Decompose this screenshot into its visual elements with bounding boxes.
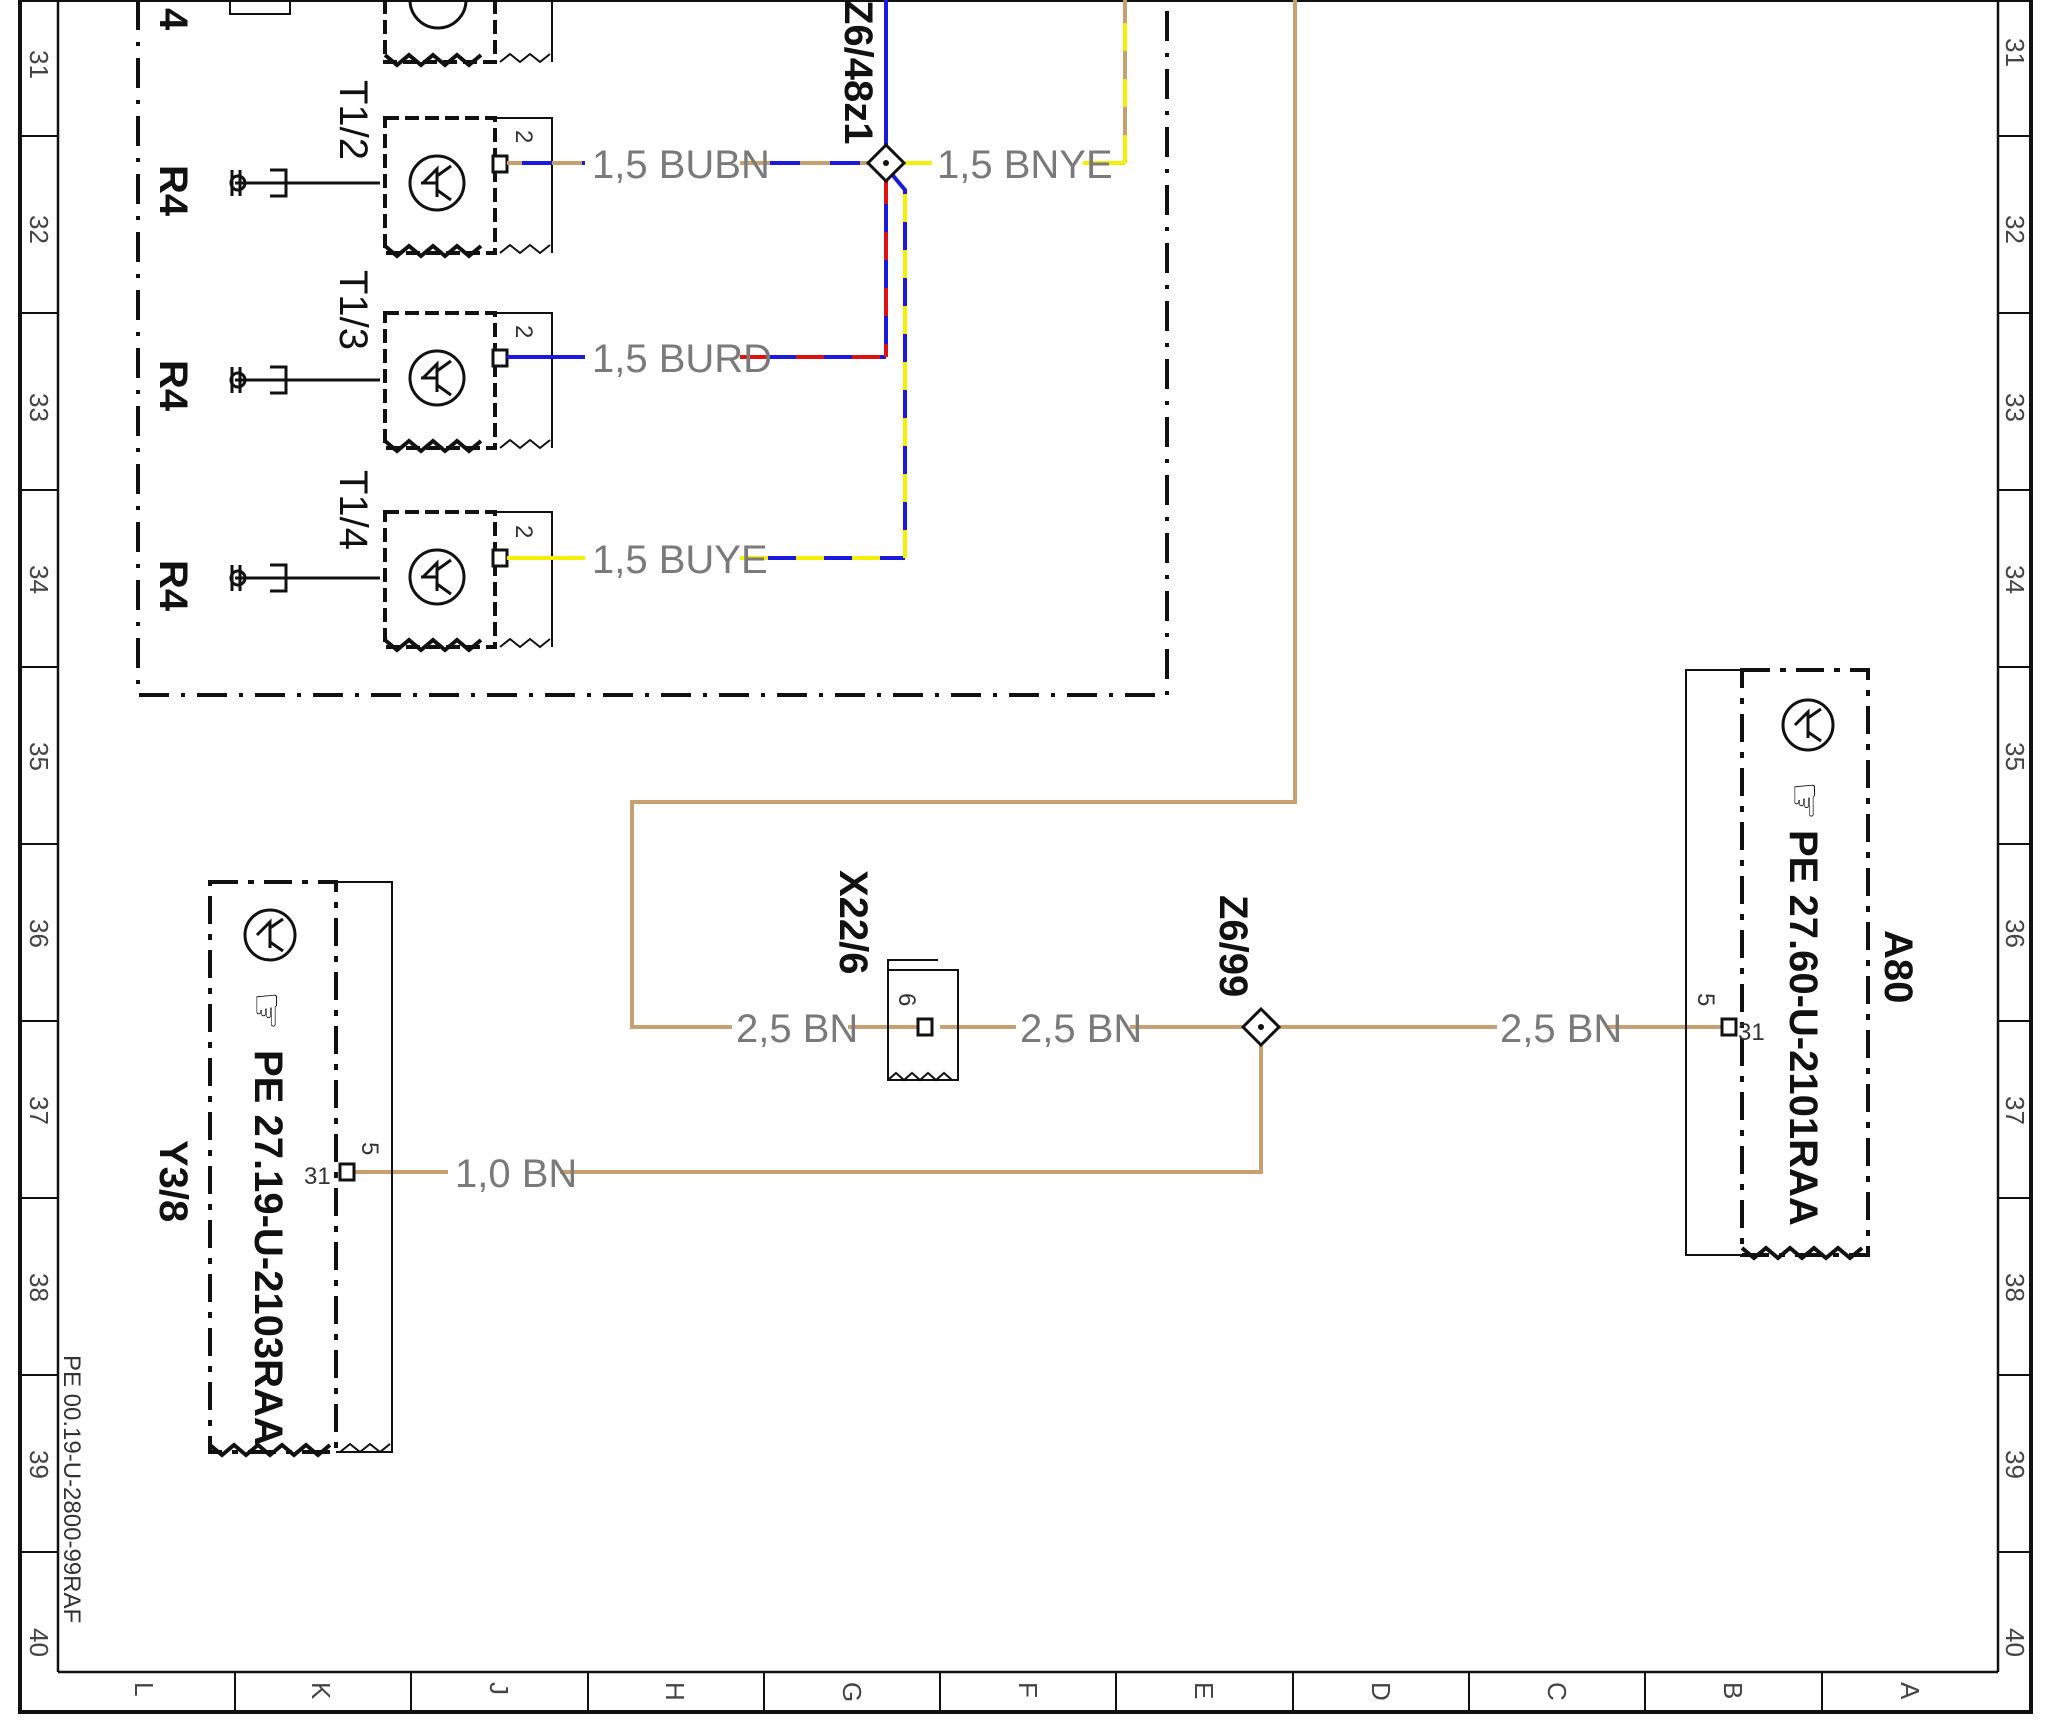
r4-label-a: R4 xyxy=(151,165,195,217)
row-label-32: 32 xyxy=(24,215,54,244)
row-label-right-35: 35 xyxy=(2000,742,2030,771)
wire-label-10bn: 1,0 BN xyxy=(455,1152,577,1196)
col-label-K: K xyxy=(306,1682,336,1700)
y3-8-pin-5: 5 xyxy=(356,1142,383,1155)
wire-label-bnye: 1,5 BNYE xyxy=(937,143,1113,187)
wire-label-bubn: 1,5 BUBN xyxy=(592,143,770,187)
column-grid: L K J H G F E D C B A xyxy=(129,1672,1925,1712)
a80-reference: PE 27.60-U-2101RAA xyxy=(1781,830,1825,1226)
t1-2-pin: 2 xyxy=(510,130,537,143)
row-label-39: 39 xyxy=(24,1450,54,1479)
col-label-L: L xyxy=(129,1682,159,1696)
y3-8-reference: PE 27.19-U-2103RAA xyxy=(246,1050,290,1446)
wire-label-buye: 1,5 BUYE xyxy=(592,538,768,582)
col-label-D: D xyxy=(1366,1682,1396,1701)
col-label-A: A xyxy=(1895,1682,1925,1700)
t1-4-label: T1/4 xyxy=(331,470,375,550)
col-label-B: B xyxy=(1718,1682,1748,1699)
col-label-F: F xyxy=(1013,1682,1043,1698)
component-a80: ☞ 5 31 PE 27.60-U-2101RAA A80 xyxy=(1685,668,1920,1261)
row-label-right-31: 31 xyxy=(2000,38,2030,67)
t1-2-label: T1/2 xyxy=(331,80,375,160)
r4-label-c: R4 xyxy=(151,560,195,612)
row-label-31: 31 xyxy=(24,50,54,79)
row-label-35: 35 xyxy=(24,742,54,771)
a80-pin-5: 5 xyxy=(1692,993,1719,1006)
z6-48z1-label: Z6/48z1 xyxy=(836,0,880,145)
row-grid-right: 31 32 33 34 35 36 37 38 39 40 xyxy=(1998,38,2031,1657)
r4-top-label: 4 xyxy=(151,8,195,31)
x22-6-label: X22/6 xyxy=(831,870,875,975)
t1-3-label: T1/3 xyxy=(331,270,375,350)
a80-label: A80 xyxy=(1876,930,1920,1003)
row-label-right-33: 33 xyxy=(2000,393,2030,422)
sensor-top-partial: 4 xyxy=(151,0,553,68)
x22-6-pin: 6 xyxy=(893,993,920,1006)
y3-8-label: Y3/8 xyxy=(151,1140,195,1222)
row-label-38: 38 xyxy=(24,1273,54,1302)
row-label-36: 36 xyxy=(24,919,54,948)
wire-label-25bn-a: 2,5 BN xyxy=(736,1007,858,1051)
sheet-reference: PE 00.19-U-2800-99RAF xyxy=(58,1355,85,1623)
row-label-right-37: 37 xyxy=(2000,1096,2030,1125)
row-label-40: 40 xyxy=(24,1628,54,1657)
hand-pointer-icon-y38: ☞ xyxy=(242,991,291,1030)
t1-4-pin: 2 xyxy=(510,525,537,538)
connector-x22-6: 6 X22/6 xyxy=(831,870,959,1082)
row-label-right-40: 40 xyxy=(2000,1628,2030,1657)
col-label-E: E xyxy=(1189,1682,1219,1699)
row-label-right-36: 36 xyxy=(2000,919,2030,948)
r4-label-b: R4 xyxy=(151,360,195,412)
col-label-C: C xyxy=(1542,1682,1572,1701)
sensor-t1-2: 2 R4 T1/2 xyxy=(151,80,553,259)
row-label-right-38: 38 xyxy=(2000,1273,2030,1302)
row-label-right-32: 32 xyxy=(2000,215,2030,244)
ground-wires xyxy=(352,0,1726,1174)
row-label-right-34: 34 xyxy=(2000,565,2030,594)
drawing-frame xyxy=(18,0,2033,1714)
sensor-t1-4: 2 R4 T1/4 xyxy=(151,470,553,653)
component-y3-8: ☞ 5 31 PE 27.19-U-2103RAA Y3/8 xyxy=(151,880,393,1458)
signal-wires xyxy=(507,0,1127,560)
col-label-H: H xyxy=(660,1682,690,1701)
wire-label-burd: 1,5 BURD xyxy=(592,337,772,381)
wire-label-25bn-c: 2,5 BN xyxy=(1500,1007,1622,1051)
wire-label-25bn-b: 2,5 BN xyxy=(1020,1007,1142,1051)
sensor-t1-3: 2 R4 T1/3 xyxy=(151,270,553,454)
row-label-34: 34 xyxy=(24,565,54,594)
t1-3-pin: 2 xyxy=(510,325,537,338)
y3-8-pin-31: 31 xyxy=(304,1163,331,1190)
z6-99-label: Z6/99 xyxy=(1211,895,1255,997)
a80-pin-31: 31 xyxy=(1738,1019,1765,1046)
col-label-J: J xyxy=(484,1682,514,1695)
row-label-37: 37 xyxy=(24,1096,54,1125)
row-label-33: 33 xyxy=(24,393,54,422)
col-label-G: G xyxy=(837,1682,867,1702)
row-grid-left: 31 32 33 34 35 36 37 38 39 40 xyxy=(20,50,58,1657)
hand-pointer-icon: ☞ xyxy=(1780,781,1829,820)
row-label-right-39: 39 xyxy=(2000,1450,2030,1479)
